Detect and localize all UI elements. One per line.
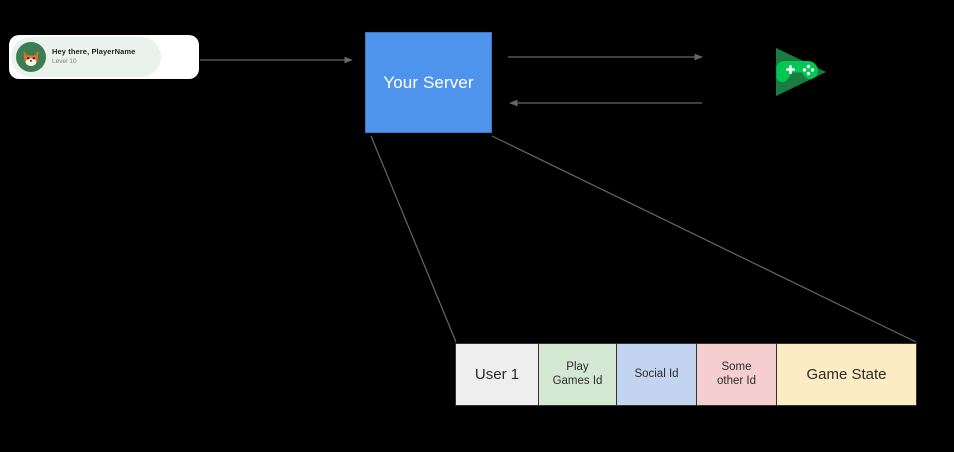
table-cell-label: Game State: [806, 365, 887, 383]
player-greeting-card[interactable]: Hey there, PlayerName Level 10: [9, 35, 199, 79]
table-cell-text: Game State: [806, 366, 886, 384]
player-greeting-text: Hey there, PlayerName: [52, 48, 136, 57]
google-play-games-icon: [776, 48, 826, 96]
player-level-text: Level 10: [52, 58, 77, 66]
fox-face-glyph: [23, 51, 39, 67]
server-to-database-left-line: [370, 135, 457, 343]
table-cell-label: Social Id: [634, 367, 679, 380]
your-server-label: Your Server: [383, 72, 474, 92]
table-cell-label: other Id: [717, 374, 756, 387]
table-cell: Social Id: [617, 344, 697, 405]
table-cell-label: Some: [721, 360, 752, 373]
table-cell: User 1: [456, 344, 539, 405]
player-greeting-pill: Hey there, PlayerName Level 10: [11, 37, 161, 77]
table-cell-text: Social Id: [634, 368, 678, 382]
table-cell-label: User 1: [474, 365, 520, 383]
table-cell-label: Play: [566, 360, 589, 373]
server-to-database-right-line: [491, 135, 917, 343]
table-cell-label: Games Id: [552, 374, 603, 387]
fox-avatar-icon: [16, 42, 46, 72]
player-text-block: Hey there, PlayerName Level 10: [52, 48, 135, 65]
gamepad-glyph: [776, 61, 818, 83]
your-server-node[interactable]: Your Server: [365, 32, 492, 133]
table-cell-text: User 1: [475, 366, 519, 384]
table-cell: Game State: [777, 344, 916, 405]
